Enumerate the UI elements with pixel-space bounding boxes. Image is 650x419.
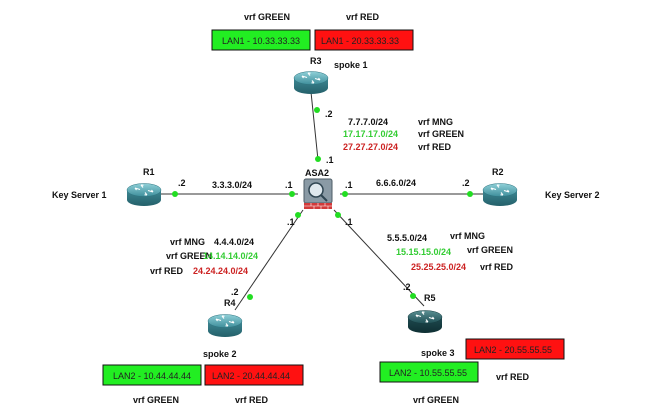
subnet-r2: 6.6.6.0/24 — [376, 178, 416, 188]
router-r5-role: spoke 3 — [421, 348, 455, 358]
lan-r3-red-text: LAN1 - 20.33.33.33 — [321, 36, 399, 46]
router-r5-label: R5 — [424, 293, 436, 303]
lan-box-r4-red[interactable] — [204, 364, 304, 386]
router-r1-label: R1 — [143, 167, 155, 177]
subnet-r5-mng: 5.5.5.0/24 — [387, 233, 427, 243]
ip-r4: .2 — [231, 287, 239, 297]
lan-box-r4-green[interactable] — [102, 364, 202, 386]
router-r3[interactable]: R3 spoke 1 — [293, 56, 368, 95]
vrf-r5-green: vrf GREEN — [467, 245, 513, 255]
vrf-r5-mng: vrf MNG — [450, 231, 485, 241]
port-dot — [342, 191, 348, 197]
vrf-label-r3-red: vrf RED — [346, 12, 380, 22]
vrf-label-r5-green: vrf GREEN — [413, 395, 459, 405]
port-dot — [247, 294, 253, 300]
router-icon — [293, 70, 329, 95]
link-asa-r5[interactable] — [333, 209, 425, 307]
vrf-label-r3-green: vrf GREEN — [244, 12, 290, 22]
subnet-r3-green: 17.17.17.0/24 — [343, 129, 398, 139]
firewall-asa2[interactable]: ASA2 — [303, 168, 333, 209]
router-r3-role: spoke 1 — [334, 60, 368, 70]
subnet-r3-red: 27.27.27.0/24 — [343, 142, 398, 152]
ip-asa-r3-side: .1 — [326, 155, 334, 165]
lan-r5-red-text: LAN2 - 20.55.55.55 — [474, 345, 552, 355]
vrf-r4-mng: vrf MNG — [170, 237, 205, 247]
port-dot — [295, 212, 301, 218]
ip-asa-r2-side: .1 — [345, 180, 353, 190]
port-dot — [314, 107, 320, 113]
vrf-r4-green: vrf GREEN — [166, 251, 212, 261]
ip-r5: .2 — [403, 282, 411, 292]
links — [159, 91, 484, 311]
subnet-r3-mng: 7.7.7.0/24 — [348, 117, 388, 127]
router-icon — [407, 309, 443, 334]
router-r3-label: R3 — [310, 56, 322, 66]
subnet-r4-green: 14.14.14.0/24 — [203, 251, 258, 261]
port-dot — [289, 191, 295, 197]
router-r2-label: R2 — [492, 167, 504, 177]
router-r4-label: R4 — [224, 298, 236, 308]
port-dot — [335, 212, 341, 218]
router-r1-role: Key Server 1 — [52, 190, 107, 200]
ip-r1: .2 — [178, 178, 186, 188]
ip-r2: .2 — [462, 178, 470, 188]
ip-r3: .2 — [325, 109, 333, 119]
router-r5[interactable]: R5 spoke 3 — [407, 293, 455, 358]
subnet-r4-red: 24.24.24.0/24 — [193, 266, 248, 276]
vrf-label-r4-green: vrf GREEN — [133, 395, 179, 405]
router-icon — [482, 182, 518, 207]
router-r2[interactable]: R2 — [482, 167, 518, 207]
vrf-label-r4-red: vrf RED — [235, 395, 269, 405]
lan-box-r5-red[interactable] — [465, 338, 565, 360]
lan-r5-green-text: LAN2 - 10.55.55.55 — [389, 368, 467, 378]
lan-box-r3-green[interactable] — [211, 29, 311, 51]
subnet-r5-green: 15.15.15.0/24 — [396, 247, 451, 257]
vrf-r3-green: vrf GREEN — [418, 129, 464, 139]
vrf-r4-red: vrf RED — [150, 266, 184, 276]
router-r4-role: spoke 2 — [203, 349, 237, 359]
lan-box-r5-green[interactable] — [379, 361, 479, 383]
link-endpoints — [172, 107, 473, 300]
port-dot — [172, 191, 178, 197]
port-dot — [410, 293, 416, 299]
lan-box-r3-red[interactable] — [314, 29, 414, 51]
subnet-r5-red: 25.25.25.0/24 — [411, 262, 466, 272]
router-r1[interactable]: R1 — [126, 167, 162, 207]
port-dot — [315, 156, 321, 162]
lan-r4-green-text: LAN2 - 10.44.44.44 — [113, 371, 191, 381]
router-icon — [126, 182, 162, 207]
link-asa-r4[interactable] — [234, 209, 304, 311]
router-icon — [207, 313, 243, 338]
port-dot — [467, 191, 473, 197]
lan-r4-red-text: LAN2 - 20.44.44.44 — [212, 371, 290, 381]
firewall-asa2-label: ASA2 — [305, 168, 329, 178]
lan-r3-green-text: LAN1 - 10.33.33.33 — [222, 36, 300, 46]
vrf-r3-red: vrf RED — [418, 142, 452, 152]
ip-asa-r4-side: .1 — [287, 217, 295, 227]
ip-asa-r5-side: .1 — [345, 217, 353, 227]
vrf-r5-red: vrf RED — [480, 262, 514, 272]
ip-asa-r1-side: .1 — [285, 180, 293, 190]
subnet-r1: 3.3.3.0/24 — [212, 180, 252, 190]
router-r4[interactable]: R4 spoke 2 — [203, 298, 243, 359]
link-asa-r3[interactable] — [310, 91, 319, 161]
vrf-label-r5-red: vrf RED — [496, 372, 530, 382]
router-r2-role: Key Server 2 — [545, 190, 600, 200]
subnet-r4-mng: 4.4.4.0/24 — [214, 237, 254, 247]
vrf-r3-mng: vrf MNG — [418, 117, 453, 127]
